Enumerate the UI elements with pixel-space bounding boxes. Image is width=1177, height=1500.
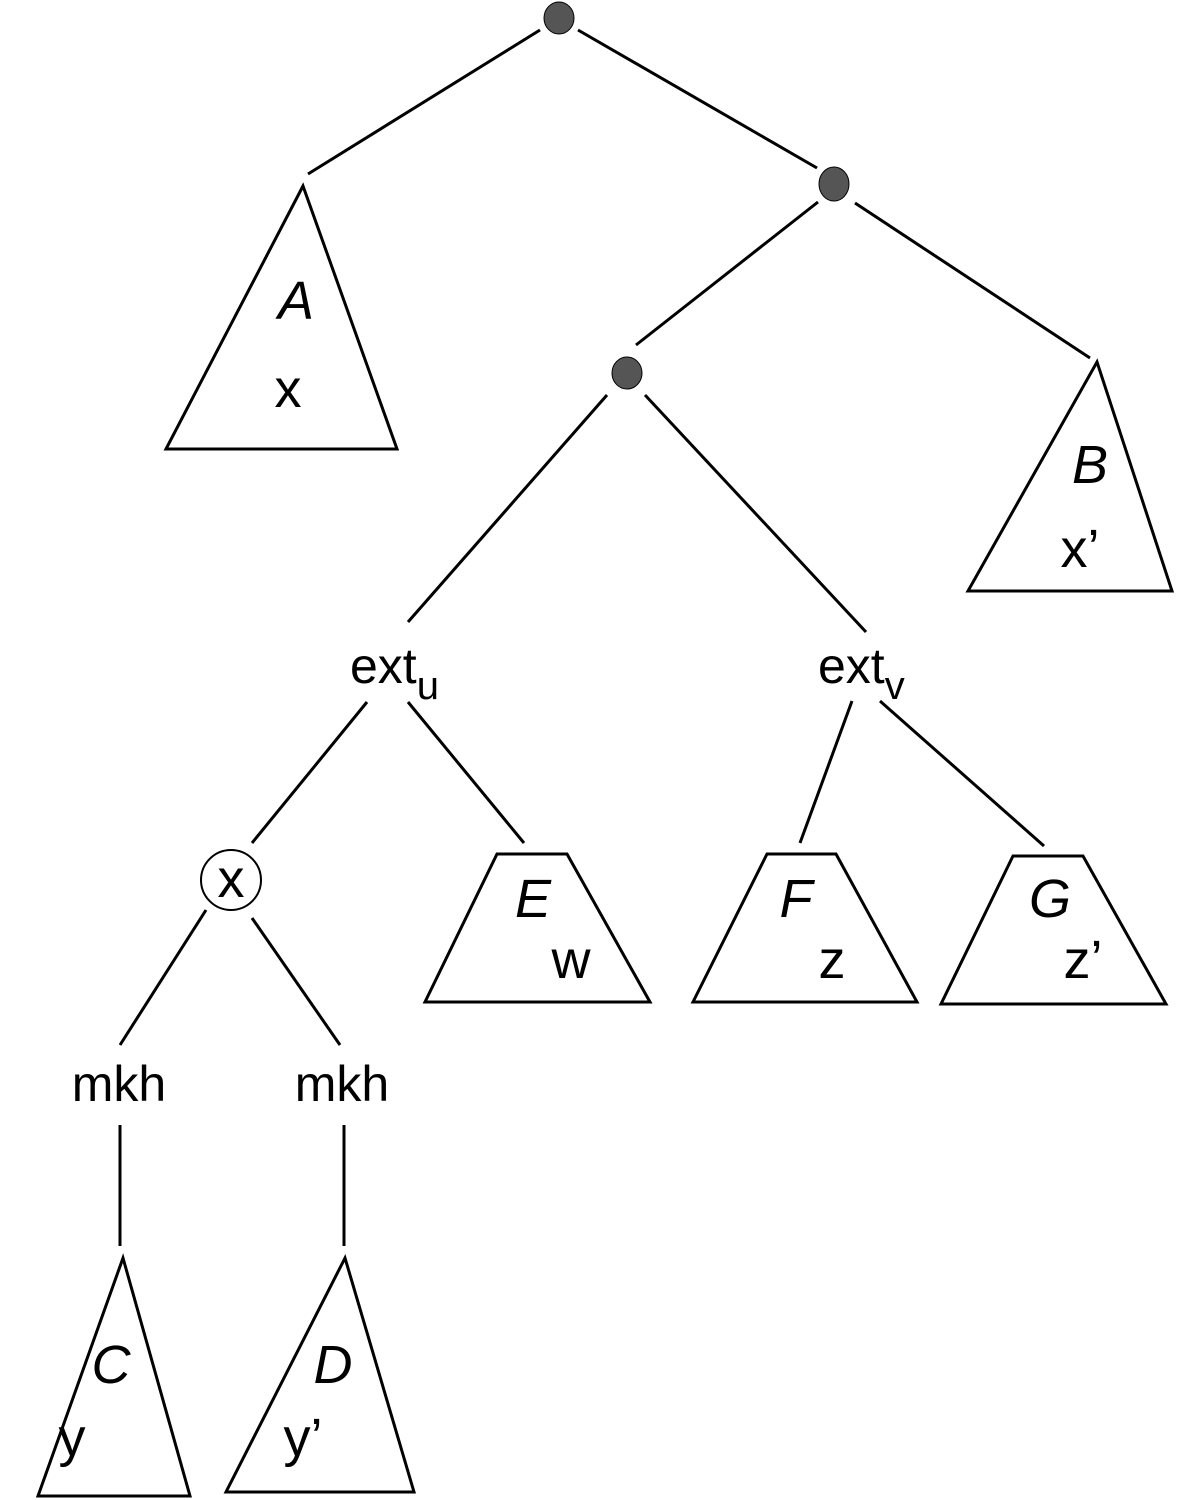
edge-extv-F	[798, 700, 854, 844]
subtree-A: A x	[163, 182, 400, 451]
subtree-B-value: x’	[1061, 519, 1100, 579]
subtree-D-name: D	[314, 1335, 353, 1395]
subtree-B: B x’	[965, 358, 1175, 593]
edge-times-mkh-left	[118, 909, 208, 1046]
subtree-F-value: z	[819, 930, 846, 990]
subtree-C-value: y	[59, 1408, 86, 1468]
subtree-A-value: x	[275, 359, 302, 419]
subtree-A-name: A	[275, 271, 314, 331]
subtree-G: G z’	[938, 854, 1169, 1006]
subtree-F: F z	[690, 852, 920, 1004]
subtree-D-value: y’	[284, 1408, 323, 1468]
edge-n1-B	[854, 201, 1091, 360]
edge-extu-E	[406, 701, 526, 844]
edge-root-A	[307, 28, 541, 176]
subtree-E: E w	[422, 852, 653, 1004]
edge-times-mkh-right	[250, 917, 342, 1046]
subtree-E-value: w	[551, 930, 592, 990]
edge-n2-extv	[643, 393, 868, 634]
subtree-F-name: F	[780, 869, 816, 929]
subtree-G-value: z’	[1064, 930, 1103, 990]
edge-extv-G	[879, 699, 1045, 848]
product-node-label: x	[218, 849, 245, 909]
subtree-G-name: G	[1029, 869, 1071, 929]
edge-extu-times	[250, 701, 369, 844]
edge-root-n1	[577, 28, 818, 170]
subtree-E-name: E	[515, 869, 552, 929]
subtree-C-name: C	[92, 1335, 132, 1395]
edge-n1-n2	[635, 200, 819, 347]
inner-node-2	[611, 356, 643, 390]
ext-u-label: extu	[350, 638, 439, 708]
edges	[118, 28, 1091, 1246]
ext-v-label: extv	[818, 638, 905, 708]
subtree-D: D y’	[223, 1253, 417, 1494]
product-node: x	[200, 849, 262, 911]
mkh-right-label: mkh	[295, 1056, 389, 1112]
subtree-B-name: B	[1072, 435, 1108, 495]
subtree-C: C y	[35, 1253, 192, 1498]
root-node	[543, 1, 575, 35]
edge-n2-extu	[406, 394, 609, 623]
mkh-left-label: mkh	[72, 1056, 166, 1112]
inner-node-1	[818, 166, 850, 202]
